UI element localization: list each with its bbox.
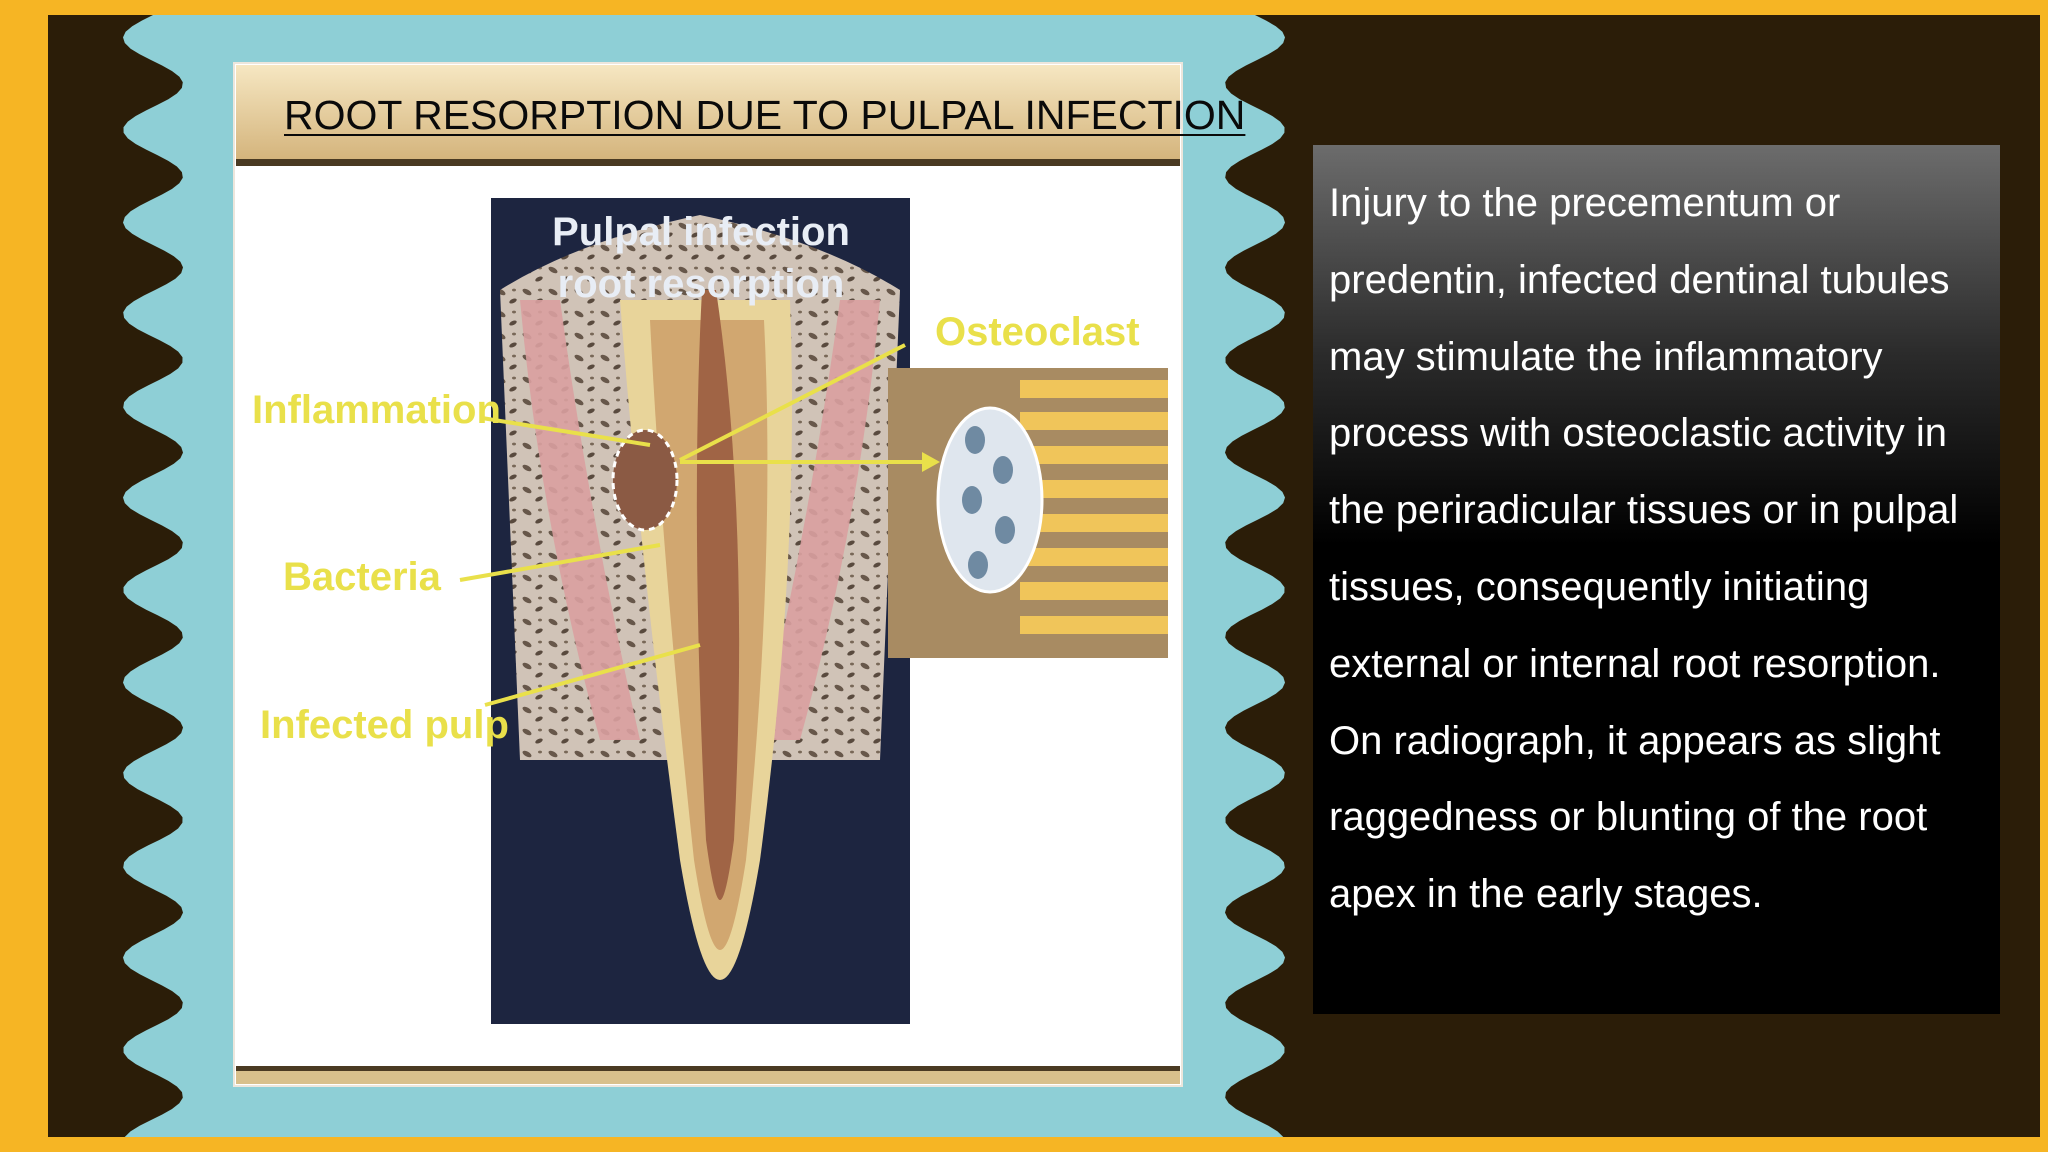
slide-title: ROOT RESORPTION DUE TO PULPAL INFECTION [284,92,1246,138]
figure-heading-line1: Pulpal infection [552,210,850,254]
bottom-band-rule [236,1066,1180,1071]
pulp-canal [696,290,740,900]
gingiva-right [760,300,880,740]
gingiva-left [520,300,640,740]
figure-heading-line2: root resorption [558,262,845,306]
label-bacteria: Bacteria [283,555,442,599]
inset-dentin-stripes [1020,380,1168,634]
label-arrows [459,343,925,707]
osteoclast-nuclei [962,426,1015,579]
title-band [236,65,1180,160]
title-band-rule [236,159,1180,166]
text-box: Injury to the precementum or predentin, … [1313,145,2000,1014]
bottom-band [236,1070,1180,1084]
inflammation-zone [611,428,679,532]
osteoclast-cell [936,406,1044,594]
arrowhead-icon [922,452,940,472]
label-osteoclast: Osteoclast [935,310,1140,354]
label-infected-pulp: Infected pulp [260,703,509,747]
label-inflammation: Inflammation [252,388,501,432]
body-text: Injury to the precementum or predentin, … [1329,181,1959,917]
